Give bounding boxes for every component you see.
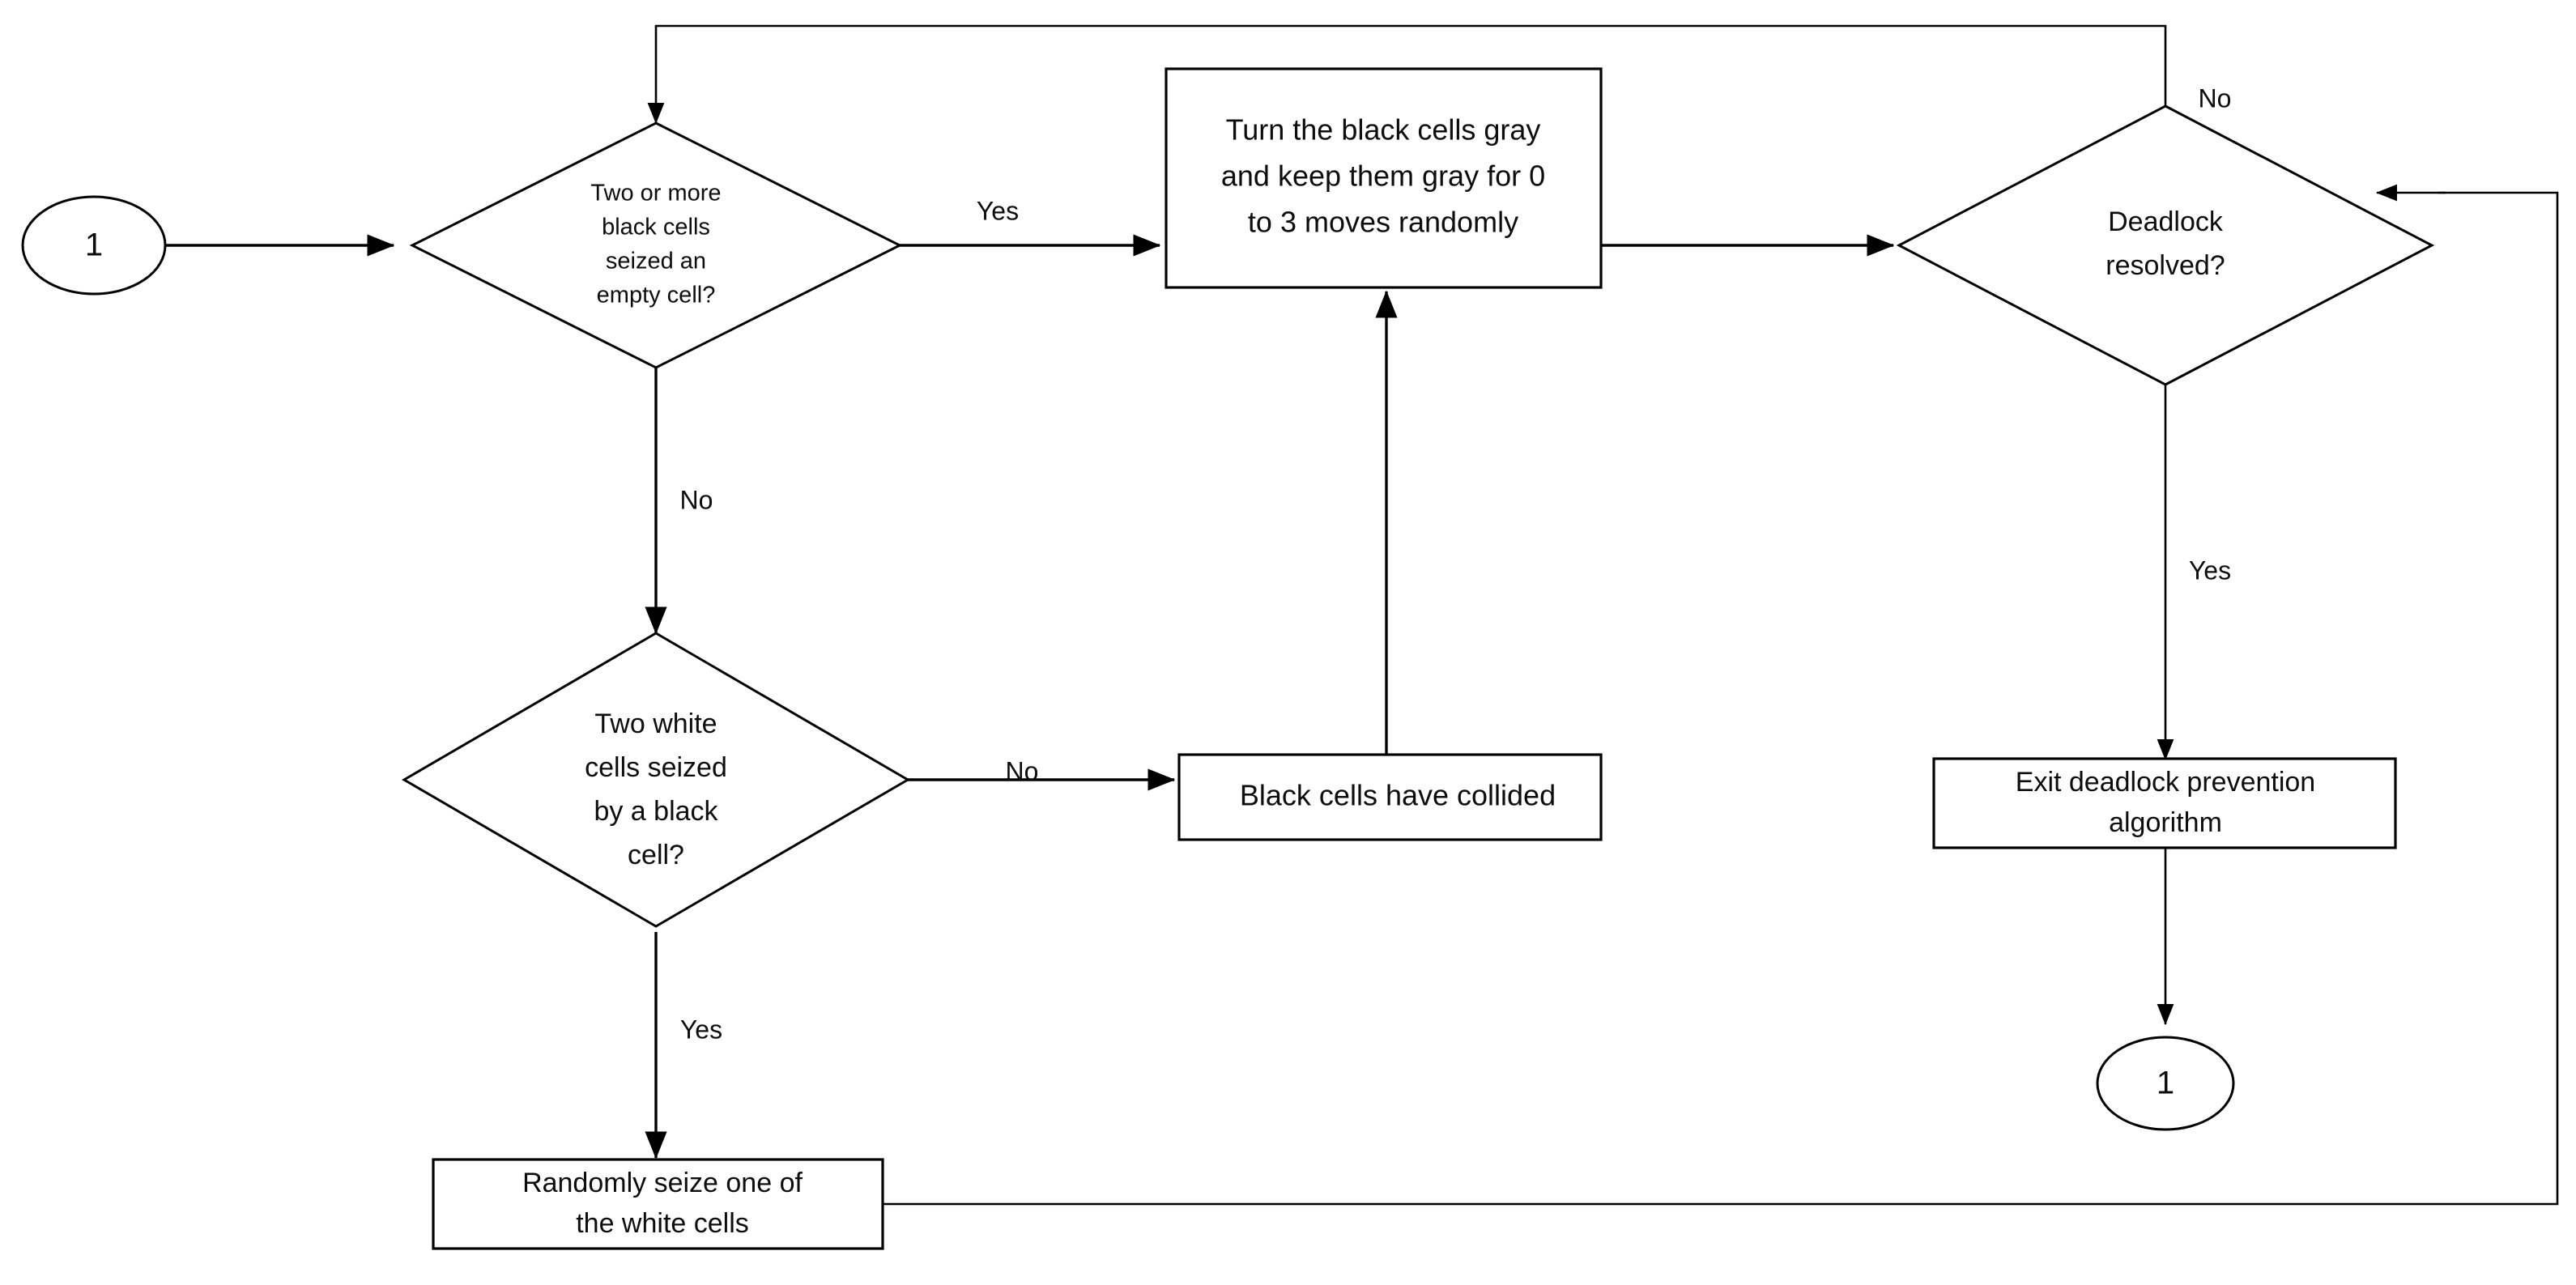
edge-label-deadlock-no: No	[2199, 83, 2232, 113]
edge-label-black-cells-no: No	[680, 485, 713, 514]
decision-black-cells-shape[interactable]	[409, 121, 903, 369]
edge-seize-to-deadlock-wrap	[883, 191, 2559, 1206]
decision-white-cells-line-2: cells seized	[585, 752, 727, 783]
process-turn-gray-line-3: to 3 moves randomly	[1248, 206, 1518, 239]
process-exit-line-1: Exit deadlock prevention	[2016, 767, 2315, 798]
edge-label-white-cells-yes: Yes	[680, 1015, 722, 1044]
decision-white-cells-line-4: cell?	[628, 840, 684, 870]
decision-black-cells-line-3: seized an	[606, 249, 706, 274]
edge-label-white-cells-no: No	[1006, 756, 1039, 785]
decision-white-cells-line-1: Two white	[594, 708, 717, 739]
process-turn-gray-line-2: and keep them gray for 0	[1221, 160, 1545, 193]
process-seize-white-line-1: Randomly seize one of	[522, 1168, 803, 1198]
decision-white-cells-shape[interactable]	[402, 632, 910, 928]
process-collided-shape[interactable]	[1177, 753, 1603, 841]
process-collided-label: Black cells have collided	[1240, 779, 1556, 812]
process-exit-shape[interactable]	[1932, 757, 2397, 849]
process-turn-gray-shape[interactable]	[1165, 67, 1603, 289]
process-turn-gray-line-1: Turn the black cells gray	[1226, 113, 1541, 147]
start-connector-label: 1	[85, 228, 103, 263]
decision-deadlock-shape[interactable]	[1896, 104, 2435, 386]
end-connector-label: 1	[2157, 1066, 2174, 1101]
end-connector-1[interactable]	[2096, 1036, 2235, 1131]
edge-label-deadlock-yes: Yes	[2189, 555, 2231, 585]
edge-label-black-cells-yes: Yes	[977, 196, 1019, 225]
process-seize-white-line-2: the white cells	[576, 1208, 749, 1239]
decision-deadlock-line-1: Deadlock	[2108, 206, 2224, 237]
start-connector-1[interactable]	[21, 195, 167, 296]
process-seize-white-shape[interactable]	[432, 1158, 884, 1250]
process-exit-line-2: algorithm	[2109, 807, 2222, 838]
decision-black-cells-line-2: black cells	[602, 215, 710, 240]
decision-black-cells-line-1: Two or more	[590, 181, 721, 206]
decision-white-cells-line-3: by a black	[594, 796, 718, 827]
decision-deadlock-line-2: resolved?	[2106, 250, 2225, 281]
decision-black-cells-line-4: empty cell?	[597, 283, 716, 308]
